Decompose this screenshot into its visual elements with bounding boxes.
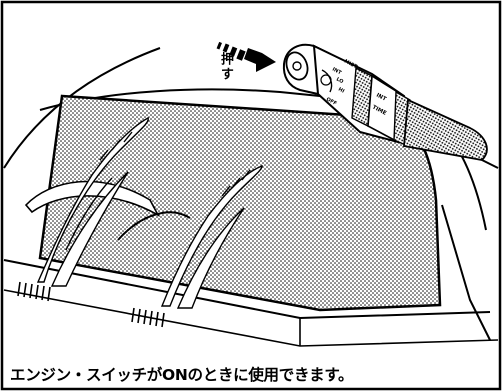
washer-spray-right bbox=[160, 164, 263, 309]
wiper-stalk: INT LO HI OFF MIST INT TIME bbox=[282, 43, 499, 169]
mark-int-2: INT bbox=[375, 92, 387, 102]
nozzle-left bbox=[17, 281, 51, 302]
nozzle-right bbox=[131, 307, 165, 328]
mark-off: OFF bbox=[325, 96, 338, 107]
push-label: 押す bbox=[218, 52, 233, 82]
caption: エンジン・スイッチがONのときに使用できます。 bbox=[10, 366, 354, 384]
car-roof-line bbox=[3, 47, 161, 169]
mark-int: INT bbox=[331, 66, 343, 76]
wiper-left bbox=[24, 180, 160, 218]
push-arrow bbox=[216, 41, 276, 72]
washer-spray-left bbox=[36, 117, 149, 287]
mark-hi: HI bbox=[337, 86, 345, 94]
mark-lo: LO bbox=[335, 76, 344, 85]
wiper-right bbox=[117, 211, 191, 241]
